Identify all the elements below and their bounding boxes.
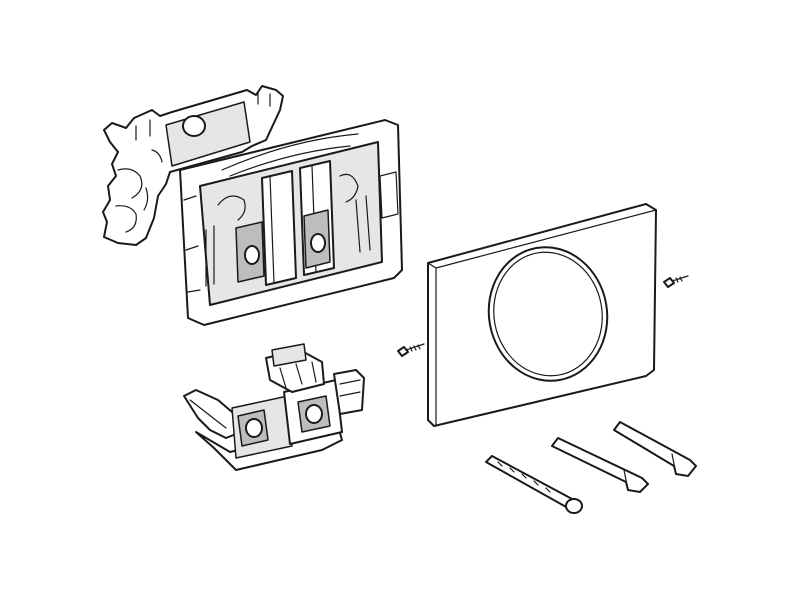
mounting-bracket <box>102 85 284 246</box>
rod-icon <box>485 455 583 514</box>
mounting-frame <box>179 119 403 326</box>
screw-icon <box>397 343 425 357</box>
rod-icon <box>551 437 649 493</box>
fixing-screws <box>397 275 689 357</box>
actuator-mechanism <box>183 343 365 471</box>
cover-plate-round-button <box>427 203 657 427</box>
actuating-rods <box>485 421 697 514</box>
screw-icon <box>663 275 689 288</box>
rod-icon <box>613 421 697 477</box>
